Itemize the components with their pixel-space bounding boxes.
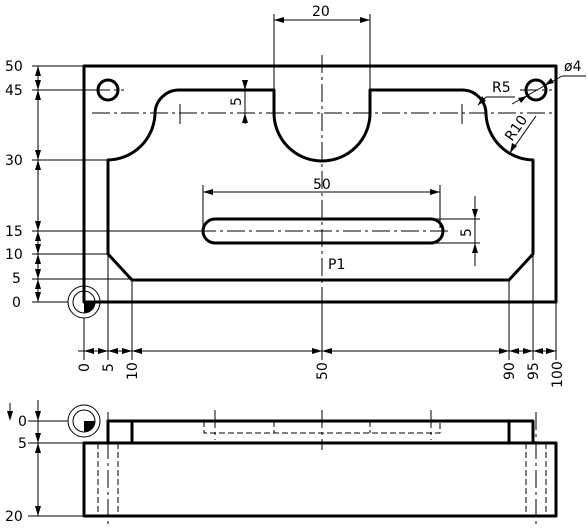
y-label-10: 10 (5, 247, 23, 263)
origin-symbol (67, 285, 101, 319)
outer-plate-outline (82, 64, 558, 304)
dim-slot-width-text: 5 (459, 228, 475, 237)
pocket-outline (106, 88, 535, 282)
label-r5: R5 (492, 80, 511, 96)
label-point-p1: P1 (328, 257, 345, 273)
y-label-30: 30 (5, 153, 23, 169)
side-top-step-outline (106, 419, 535, 445)
side-view: 0 5 20 (5, 400, 558, 525)
side-base-outline (82, 441, 558, 518)
side-y-label-20: 20 (5, 509, 23, 525)
dim-top-width-text: 20 (312, 4, 330, 20)
y-label-45: 45 (5, 83, 23, 99)
y-label-0: 0 (12, 295, 21, 311)
x-label-10: 10 (125, 362, 141, 380)
x-label-95: 95 (526, 362, 542, 380)
y-label-50: 50 (5, 59, 23, 75)
dim-slot-length-text: 50 (313, 177, 331, 193)
side-origin-symbol (67, 404, 101, 438)
y-label-15: 15 (5, 224, 23, 240)
x-label-100: 100 (550, 361, 566, 388)
top-view: 50 45 30 15 10 5 0 0 (5, 4, 586, 388)
y-label-5: 5 (12, 271, 21, 287)
label-hole-diameter: ø4 (564, 59, 582, 75)
side-y-label-0: 0 (18, 414, 27, 430)
side-y-label-5: 5 (18, 436, 27, 452)
dim-top-depth-text: 5 (229, 97, 245, 106)
x-label-5: 5 (101, 363, 117, 372)
x-label-90: 90 (502, 362, 518, 380)
x-label-50: 50 (315, 362, 331, 380)
x-label-0: 0 (77, 363, 93, 372)
